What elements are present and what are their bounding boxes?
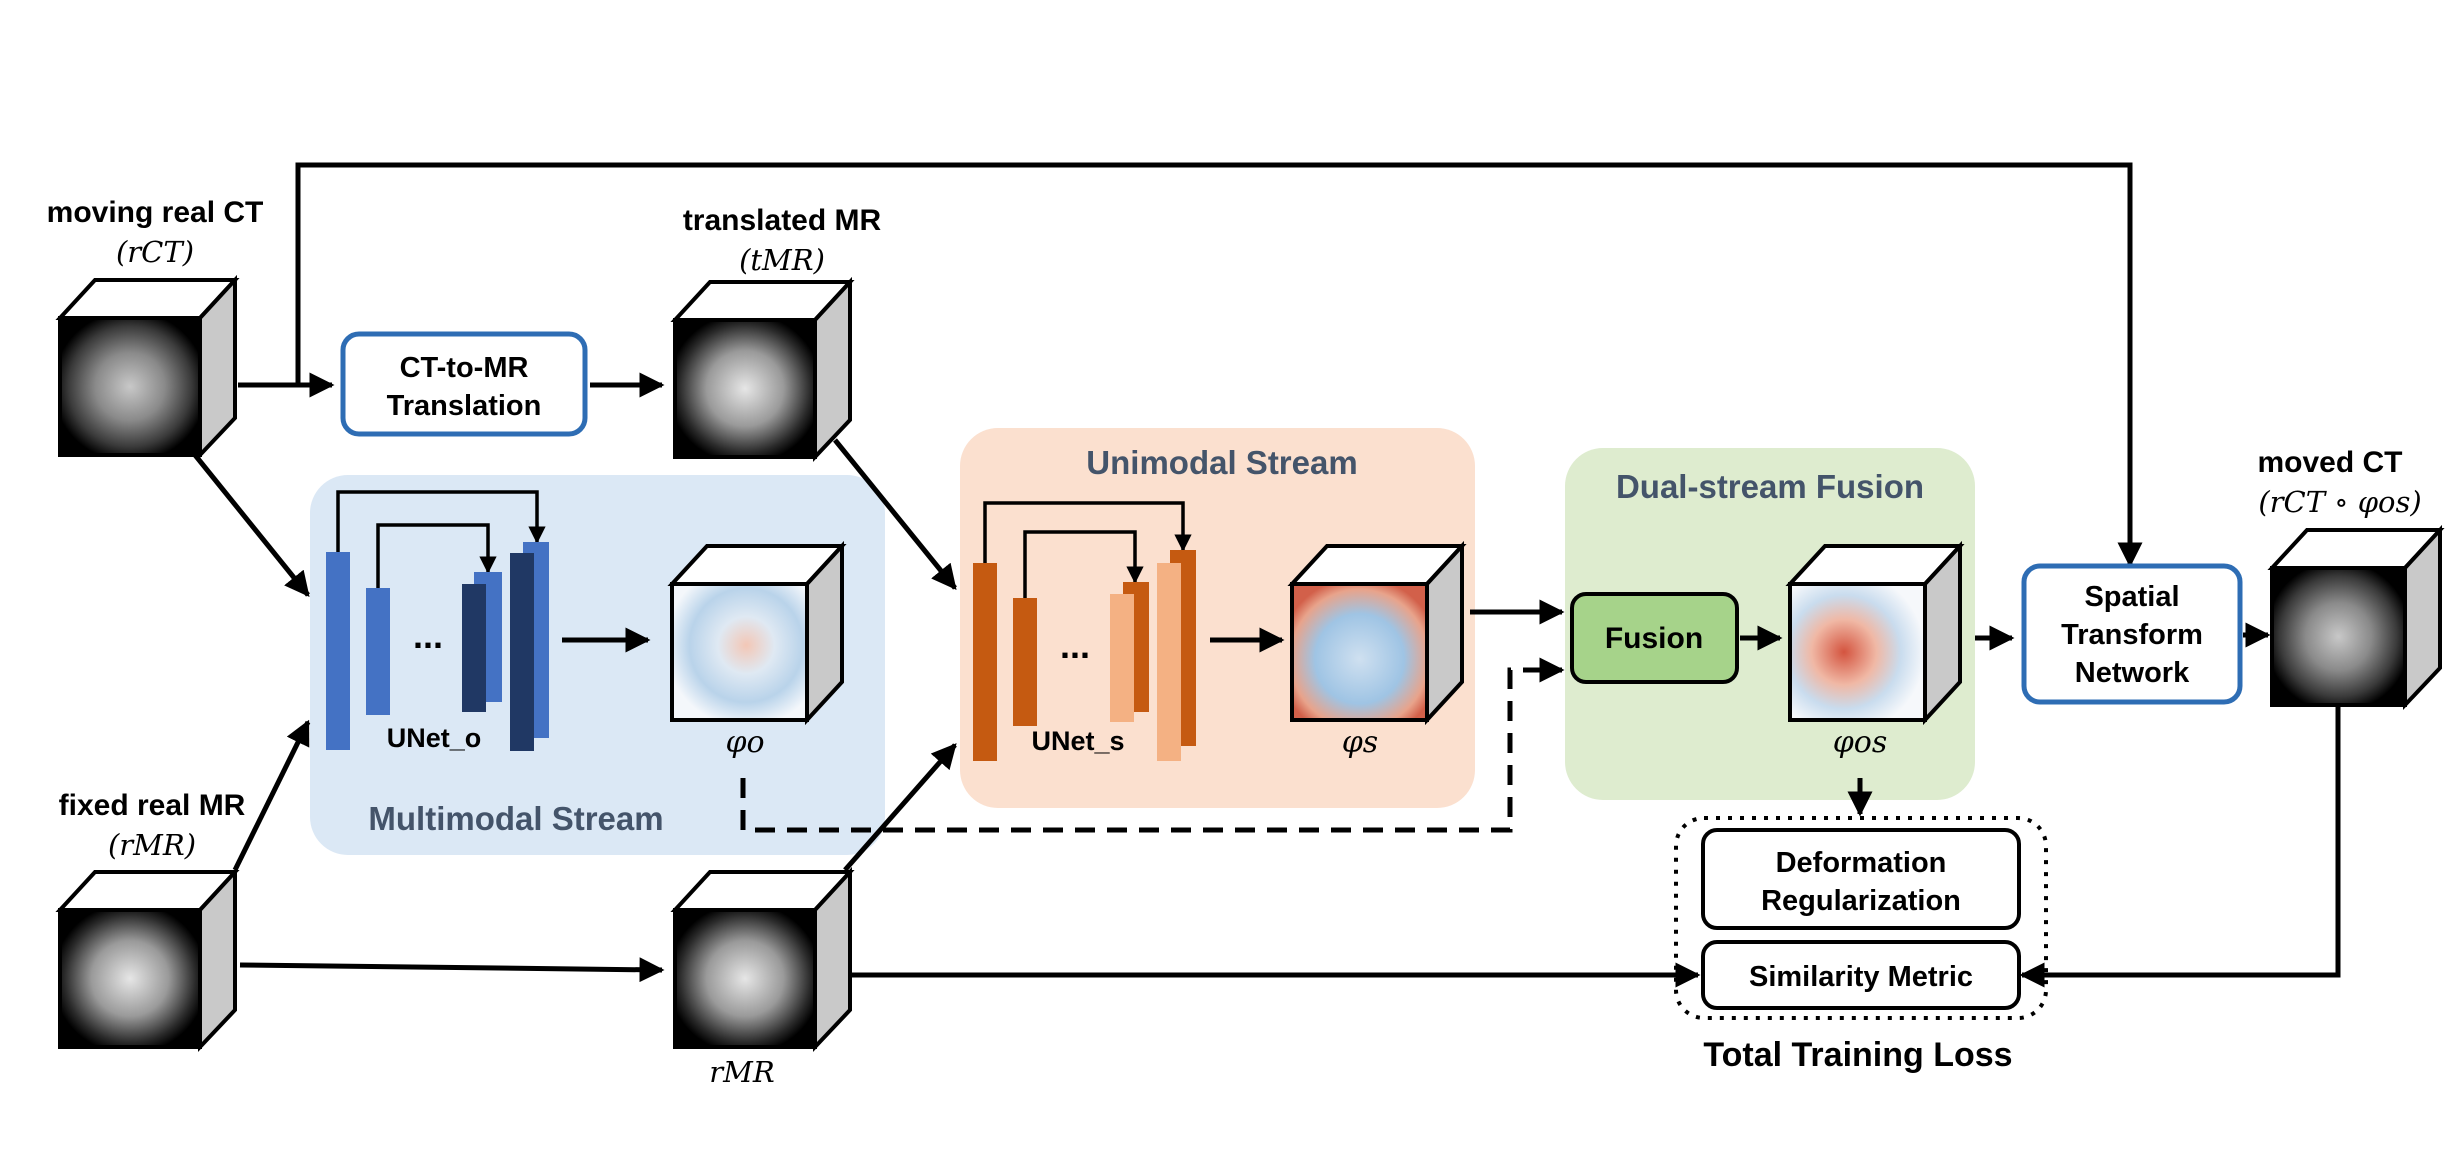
- connector-ct-to-stn: [295, 162, 2143, 568]
- deformation-label-1: Deformation: [1776, 847, 1947, 879]
- stn-label-2: Transform: [2061, 619, 2203, 651]
- unet-o-ellipsis: ...: [413, 615, 443, 656]
- phi-os-field: [1785, 540, 1965, 726]
- multimodal-stream-title: Multimodal Stream: [368, 800, 663, 837]
- fixed-mr-title: fixed real MR: [59, 789, 246, 822]
- unet-s-ellipsis: ...: [1060, 625, 1090, 666]
- similarity-label: Similarity Metric: [1749, 961, 1973, 993]
- arrow-ct-to-unet-o: [193, 453, 310, 597]
- arrow-fixedmr-to-rmr: [239, 957, 665, 983]
- translated-mr-symbol: (tMR): [739, 243, 825, 277]
- arrow-moved-ct-to-similarity: [2019, 705, 2341, 988]
- unet-s-label: UNet_s: [1031, 726, 1124, 756]
- ct-to-mr-label-1: CT-to-MR: [400, 352, 529, 384]
- similarity-metric-box: [1701, 940, 2021, 1010]
- fusion-box: [1570, 592, 1739, 684]
- moving-ct-volume: [55, 274, 240, 461]
- moving-ct-title: moving real CT: [47, 196, 264, 229]
- arrow-rmr-to-unet-s: [843, 743, 957, 872]
- moved-ct-title: moved CT: [2257, 446, 2402, 479]
- rmr-volume: [670, 866, 855, 1053]
- phi-s-field: [1287, 540, 1467, 726]
- deformation-regularization-box: [1701, 828, 2021, 930]
- moved-ct-symbol: (rCT ∘ φos): [2258, 485, 2421, 519]
- translated-mr-volume: [670, 276, 855, 463]
- spatial-transform-network-box: [2021, 563, 2243, 705]
- unet-s-network: [973, 501, 1196, 761]
- unet-o-network: [326, 490, 549, 751]
- unimodal-stream-title: Unimodal Stream: [1086, 444, 1357, 481]
- phi-o-label: φo: [725, 725, 764, 760]
- ct-to-mr-label-2: Translation: [387, 390, 542, 422]
- arrow-tmr-to-unet-s: [833, 438, 957, 590]
- rmr-label: rMR: [709, 1055, 774, 1089]
- fusion-label: Fusion: [1605, 622, 1703, 655]
- fixed-mr-volume: [55, 866, 240, 1053]
- ct-to-mr-translation-box: [340, 331, 588, 437]
- arrow-fixedmr-to-unet-o: [232, 719, 311, 872]
- deformation-label-2: Regularization: [1761, 885, 1961, 917]
- phi-o-field: [667, 540, 847, 726]
- phi-os-label: φos: [1833, 725, 1887, 760]
- stn-label-1: Spatial: [2084, 581, 2179, 613]
- unet-o-label: UNet_o: [387, 723, 482, 753]
- dashed-phi-o-to-fusion: [740, 657, 1565, 833]
- moving-ct-symbol: (rCT): [116, 235, 194, 269]
- translated-mr-title: translated MR: [683, 204, 882, 237]
- total-loss-label: Total Training Loss: [1703, 1036, 2012, 1074]
- fixed-mr-symbol: (rMR): [108, 828, 196, 862]
- fusion-stream-title: Dual-stream Fusion: [1616, 468, 1924, 505]
- moved-ct-volume: [2267, 524, 2445, 711]
- phi-s-label: φs: [1342, 725, 1378, 760]
- total-loss-container: [1674, 816, 2048, 1020]
- stn-label-3: Network: [2075, 657, 2190, 689]
